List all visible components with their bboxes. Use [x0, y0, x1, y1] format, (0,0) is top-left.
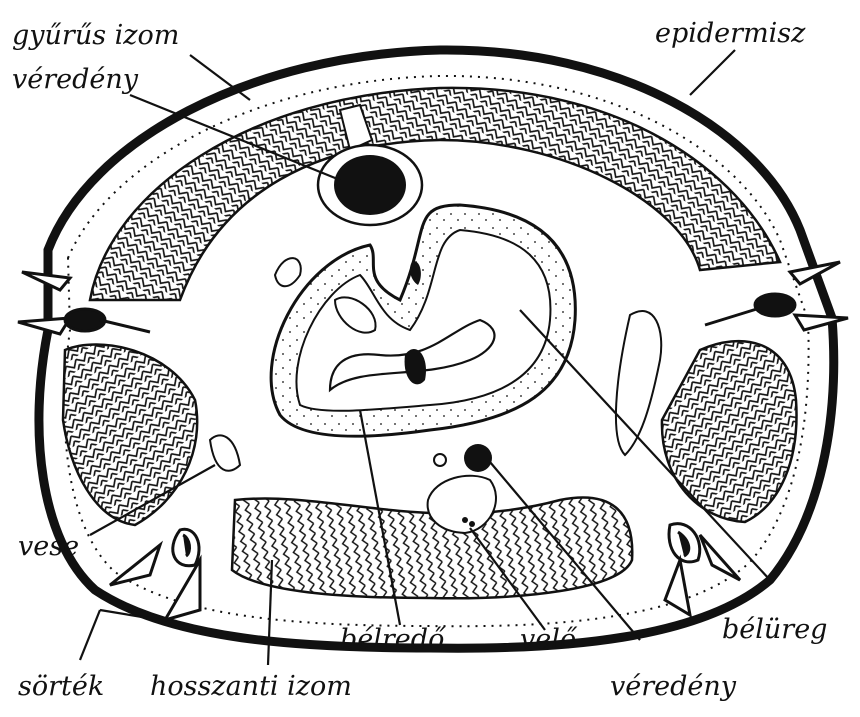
label-gyurus-izom: gyűrűs izom [12, 20, 179, 51]
setae-right-lower [665, 524, 740, 615]
label-epidermisz: epidermisz [655, 18, 806, 49]
label-belureg: bélüreg [722, 614, 827, 645]
right-longitudinal-muscle [662, 341, 797, 522]
label-belredo: bélredő [340, 624, 446, 655]
label-velo: velő [520, 624, 578, 655]
label-veredeny-bottom: véredény [610, 671, 737, 702]
dorsal-vessel [334, 155, 406, 215]
coelom-fragment-1 [275, 258, 301, 286]
left-longitudinal-muscle [63, 344, 197, 525]
label-veredeny-top: véredény [12, 64, 139, 95]
label-sortek: sörték [18, 671, 104, 702]
coelom-fragment-2 [616, 311, 661, 455]
ventral-vessel-small [434, 454, 446, 466]
label-hosszanti-izom: hosszanti izom [150, 671, 352, 702]
label-vese: vese [18, 531, 79, 562]
ventral-vessel [464, 444, 492, 472]
nerve-cord-dot-1 [462, 517, 468, 523]
nerve-cord-dot-2 [469, 521, 475, 527]
